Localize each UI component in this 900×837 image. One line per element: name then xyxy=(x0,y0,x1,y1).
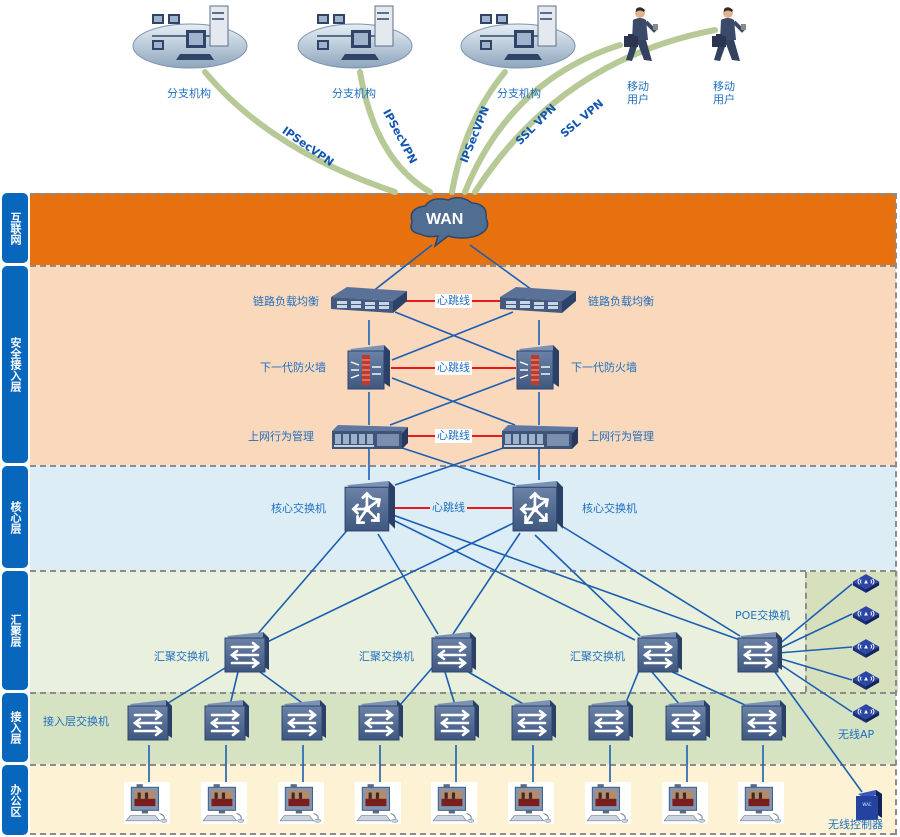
office-pc-icon xyxy=(431,782,477,824)
access-switch-icon xyxy=(433,700,479,742)
band-core xyxy=(30,465,896,570)
aggregation-switch-icon xyxy=(636,632,682,674)
access-switch-icon xyxy=(664,700,710,742)
access-switch-icon xyxy=(126,700,172,742)
mobile-user-label: 移动用户 xyxy=(713,80,735,107)
firewall-left-icon xyxy=(347,345,391,390)
poe-switch-icon xyxy=(736,632,782,674)
wireless-controller-label: 无线控制器 xyxy=(828,818,883,831)
branch-office-icon xyxy=(460,5,576,69)
access-switch-icon xyxy=(587,700,633,742)
office-pc-icon xyxy=(201,782,247,824)
load-balancer-left-icon xyxy=(331,287,407,313)
access-switch-icon xyxy=(280,700,326,742)
wireless-ap-label: 无线AP xyxy=(838,728,875,741)
heartbeat-label: 心跳线 xyxy=(435,429,472,443)
layer-label-access: 接入层 xyxy=(2,693,28,762)
vpn-tunnel-mobile-2 xyxy=(472,27,718,195)
load-balancer-right-label: 链路负载均衡 xyxy=(588,295,654,308)
wireless-ap-icon xyxy=(852,605,880,625)
vpn-tunnel-branch-1 xyxy=(202,69,398,195)
core-switch-right-label: 核心交换机 xyxy=(582,502,637,515)
branch-label: 分支机构 xyxy=(167,87,211,100)
behavior-mgmt-left-icon xyxy=(332,425,408,449)
wireless-ap-icon xyxy=(852,573,880,593)
core-switch-left-icon xyxy=(343,481,395,533)
branch-office-icon xyxy=(132,5,248,69)
aggregation-switch-label: 汇聚交换机 xyxy=(570,650,625,663)
heartbeat-links xyxy=(391,300,516,509)
core-switch-right-icon xyxy=(511,481,563,533)
behavior-mgmt-right-label: 上网行为管理 xyxy=(588,430,654,443)
office-pc-icon xyxy=(355,782,401,824)
access-switch-icon xyxy=(357,700,403,742)
layer-label-aggregation: 汇聚层 xyxy=(2,571,28,690)
mobile-user-icon xyxy=(712,7,746,61)
band-right-border xyxy=(895,193,897,835)
access-switch-label: 接入层交换机 xyxy=(43,715,109,728)
vpn-tunnels xyxy=(202,27,718,195)
core-switch-left-label: 核心交换机 xyxy=(271,502,326,515)
branch-office-icon xyxy=(297,5,413,69)
heartbeat-label: 心跳线 xyxy=(435,361,472,375)
wan-cloud-icon xyxy=(410,196,489,249)
layer-label-core: 核心层 xyxy=(2,466,28,568)
svg-text:WAC: WAC xyxy=(862,802,871,807)
branch-label: 分支机构 xyxy=(332,87,376,100)
behavior-mgmt-right-icon xyxy=(502,425,578,449)
load-balancer-right-icon xyxy=(500,287,576,313)
layer-label-office: 办公区 xyxy=(2,765,28,835)
heartbeat-label: 心跳线 xyxy=(435,294,472,308)
layer-label-internet: 互联网 xyxy=(2,193,28,263)
access-switch-icon xyxy=(510,700,556,742)
aggregation-switch-icon xyxy=(223,632,269,674)
office-pc-icon xyxy=(585,782,631,824)
office-pc-icon xyxy=(278,782,324,824)
access-switch-icon xyxy=(740,700,786,742)
aggregation-switch-label: 汇聚交换机 xyxy=(359,650,414,663)
wireless-ap-icon xyxy=(852,638,880,658)
wan-label: WAN xyxy=(426,211,464,228)
wireless-zone xyxy=(805,572,898,692)
vpn-tunnel-branch-3 xyxy=(449,69,508,195)
office-pc-icon xyxy=(738,782,784,824)
access-switch-icon xyxy=(203,700,249,742)
aggregation-switch-icon xyxy=(430,632,476,674)
mobile-user-label: 移动用户 xyxy=(627,80,649,107)
wireless-ap-icon xyxy=(852,703,880,723)
firewall-right-icon xyxy=(516,345,560,390)
heartbeat-label: 心跳线 xyxy=(430,501,467,515)
firewall-right-label: 下一代防火墙 xyxy=(571,361,637,374)
office-pc-icon xyxy=(508,782,554,824)
behavior-mgmt-left-label: 上网行为管理 xyxy=(248,430,314,443)
layer-label-security: 安全接入层 xyxy=(2,266,28,463)
wireless-ap-icon xyxy=(852,670,880,690)
branch-label: 分支机构 xyxy=(497,87,541,100)
vpn-tunnel-branch-2 xyxy=(357,69,433,195)
office-pc-icon xyxy=(124,782,170,824)
vpn-tunnel-mobile-1 xyxy=(462,42,623,195)
load-balancer-left-label: 链路负载均衡 xyxy=(253,295,319,308)
office-pc-icon xyxy=(662,782,708,824)
wireless-controller-icon: WAC xyxy=(856,790,882,820)
poe-switch-label: POE交换机 xyxy=(735,609,791,622)
firewall-left-label: 下一代防火墙 xyxy=(260,361,326,374)
aggregation-switch-label: 汇聚交换机 xyxy=(154,650,209,663)
blue-links xyxy=(148,244,863,793)
